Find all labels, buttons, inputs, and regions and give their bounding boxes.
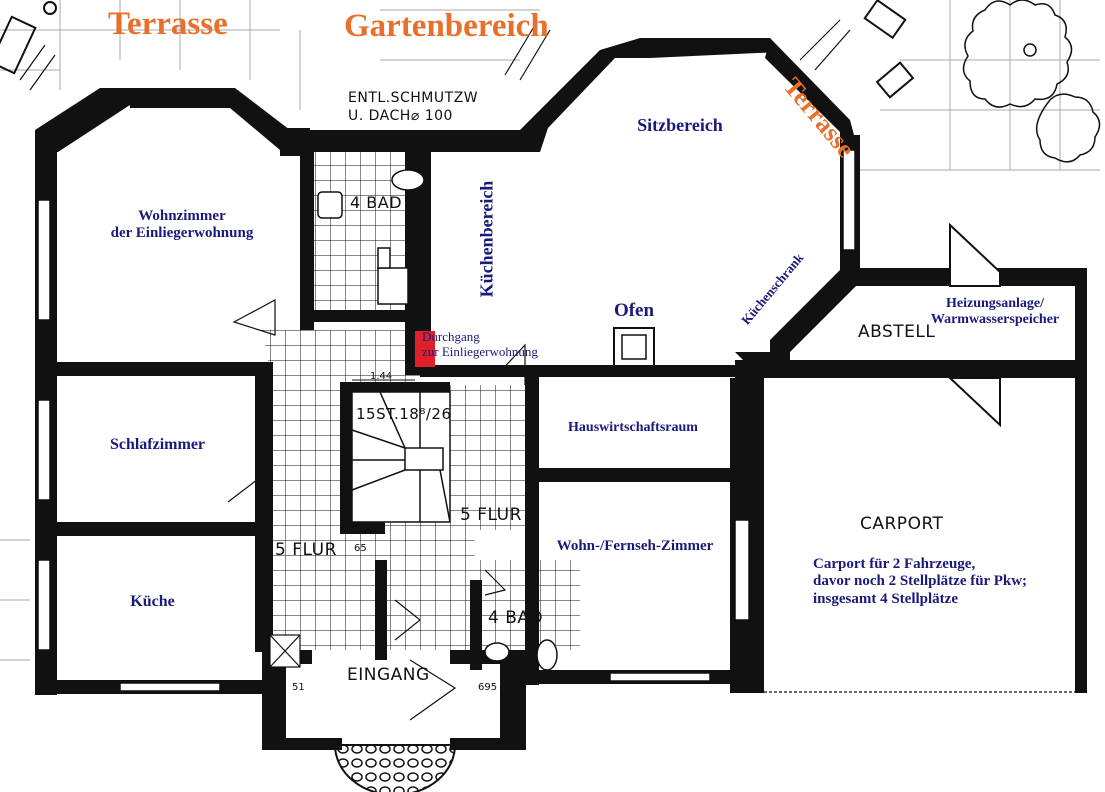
wohn-fernseh-label: Wohn-/Fernseh-Zimmer: [556, 538, 714, 554]
entl-label-2: U. DACH⌀ 100: [348, 108, 453, 124]
ofen-label: Ofen: [613, 300, 655, 321]
tree-icon: [962, 0, 1101, 163]
bad-top-label: 4 BAD: [350, 193, 403, 212]
entl-label-1: ENTL.SCHMUTZW: [348, 90, 479, 106]
passage-marker: [415, 331, 435, 367]
dim-695: 695: [478, 682, 498, 693]
carport-info-label: Carport für 2 Fahrzeuge, davor noch 2 St…: [813, 556, 1028, 607]
oven-icon: [613, 327, 655, 367]
kueche-label: Küche: [130, 593, 175, 610]
gartenbereich-label: Gartenbereich: [344, 8, 549, 44]
flur-right-label: 5 FLUR: [460, 505, 522, 525]
dimension-lines: [19, 19, 851, 91]
door-swings: [227, 298, 526, 721]
kuechenbereich-label: Küchenbereich: [476, 180, 497, 298]
staircase: [351, 391, 451, 523]
dim-51: 51: [292, 682, 305, 693]
entry-steps: [333, 744, 457, 792]
abstell-arrow: [949, 222, 1001, 287]
eingang-label: EINGANG: [347, 665, 430, 685]
hauswirtschaftsraum-label: Hauswirtschaftsraum: [568, 420, 698, 435]
abstell-label: ABSTELL: [858, 322, 936, 342]
bath-fixtures: [317, 169, 558, 671]
flur-left-label: 5 FLUR: [275, 540, 337, 560]
garden-hatching: [0, 0, 1100, 661]
wohnzimmer-label: Wohnzimmer der Einliegerwohnung: [110, 208, 254, 242]
stair-label: 15ST.18⁸/26: [356, 405, 452, 423]
bad-bottom-label: 4 BAD: [488, 608, 544, 628]
heizung-label: Heizungsanlage/ Warmwasserspeicher: [930, 296, 1060, 328]
carport-label: CARPORT: [860, 514, 944, 534]
windows: [37, 149, 856, 692]
dim-65: 65: [354, 543, 367, 554]
schlafzimmer-label: Schlafzimmer: [109, 436, 206, 453]
sitzbereich-label: Sitzbereich: [637, 115, 723, 135]
dim-144: 1.44: [370, 371, 393, 382]
walls: [35, 38, 1087, 750]
deck-chair-icon: [0, 0, 915, 99]
terrasse-left-label: Terrasse: [108, 6, 228, 42]
durchgang-label: Durchgang zur Einliegerwohnung: [422, 329, 538, 359]
